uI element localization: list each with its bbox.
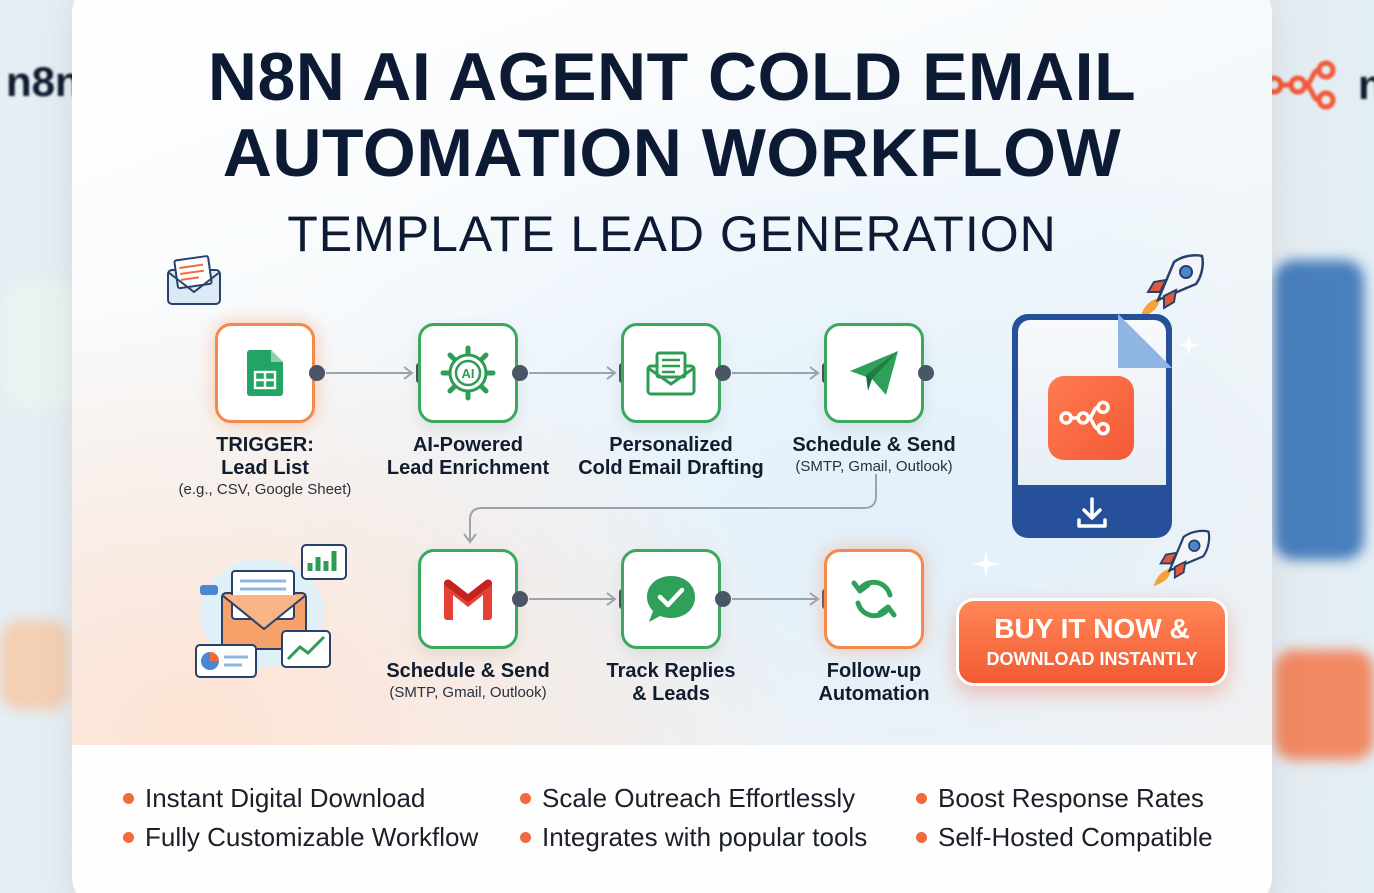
chat-check-icon <box>647 576 695 622</box>
label-step-1-name2: Lead List <box>221 457 309 479</box>
node-email-drafting[interactable] <box>621 323 721 423</box>
download-icon[interactable] <box>1075 496 1109 530</box>
blurred-button <box>1274 650 1374 760</box>
connector-dot <box>918 365 934 381</box>
sparkle-icon <box>972 550 1000 578</box>
label-step-3: Personalized Cold Email Drafting <box>566 434 776 480</box>
label-step-4-detail: (SMTP, Gmail, Outlook) <box>795 458 953 475</box>
paper-plane-icon <box>850 351 898 395</box>
node-trigger-lead-list[interactable] <box>215 323 315 423</box>
blurred-doc <box>1274 260 1364 560</box>
feature-item: Fully Customizable Workflow <box>122 822 479 852</box>
google-sheets-icon <box>247 350 283 396</box>
label-step-1-detail: (e.g., CSV, Google Sheet) <box>178 481 352 498</box>
connector-dot <box>715 591 731 607</box>
label-step-5-name: Schedule & Send <box>386 660 550 682</box>
ai-gear-icon: AI <box>440 345 496 401</box>
label-step-1: TRIGGER: Lead List (e.g., CSV, Google Sh… <box>160 434 370 500</box>
refresh-icon <box>851 579 897 619</box>
envelope-icon <box>167 255 221 305</box>
arrow-connector <box>529 366 617 380</box>
node-track-replies[interactable] <box>621 549 721 649</box>
connector-dot <box>309 365 325 381</box>
arrow-connector <box>732 592 820 606</box>
connector-dot <box>512 591 528 607</box>
workflow-file-graphic <box>1012 314 1172 538</box>
email-analytics-illustration <box>195 544 347 678</box>
rocket-icon <box>1153 529 1211 587</box>
node-schedule-send-1[interactable] <box>824 323 924 423</box>
label-step-6: Track Replies & Leads <box>571 660 771 706</box>
label-step-3-name2: Cold Email Drafting <box>578 457 764 479</box>
label-step-5: Schedule & Send (SMTP, Gmail, Outlook) <box>368 660 568 703</box>
rocket-icon <box>1140 254 1204 318</box>
subtitle: TEMPLATE LEAD GENERATION <box>287 206 1057 262</box>
feature-item: Self-Hosted Compatible <box>916 822 1213 852</box>
blurred-orange-card <box>0 620 70 710</box>
product-card: N8N AI AGENT COLD EMAIL AUTOMATION WORKF… <box>72 0 1272 893</box>
feature-item: Scale Outreach Effortlessly <box>519 783 856 813</box>
label-step-4-name: Schedule & Send <box>792 434 956 456</box>
arrow-connector <box>529 592 617 606</box>
row-connector-path <box>463 474 877 544</box>
n8n-mark-icon <box>1059 400 1110 436</box>
left-background-panel: n8n <box>0 0 81 893</box>
gmail-icon <box>444 579 492 620</box>
label-step-1-name: TRIGGER: <box>216 434 314 456</box>
n8n-logo-left: n8n <box>6 58 81 105</box>
feature-item: Integrates with popular tools <box>519 822 868 852</box>
n8n-app-icon <box>1048 376 1134 460</box>
label-step-7-name2: Automation <box>818 683 930 705</box>
blurred-sheet-card <box>4 280 74 410</box>
buy-now-line-2: DOWNLOAD INSTANTLY <box>986 649 1198 669</box>
buy-now-button[interactable]: BUY IT NOW & DOWNLOAD INSTANTLY <box>956 598 1228 686</box>
label-step-2: AI-Powered Lead Enrichment <box>368 434 568 480</box>
features-panel: Instant Digital Download Scale Outreach … <box>72 745 1272 893</box>
label-step-7-name: Follow-up <box>826 660 922 682</box>
connector-dot <box>512 365 528 381</box>
n8n-logo-right: n <box>1264 58 1374 112</box>
label-step-2-name: AI-Powered <box>412 434 524 456</box>
email-draft-icon <box>646 351 696 396</box>
title-line-2: AUTOMATION WORKFLOW <box>222 115 1122 191</box>
label-step-5-detail: (SMTP, Gmail, Outlook) <box>389 684 547 701</box>
ai-icon-text: AI <box>462 366 475 381</box>
label-step-4: Schedule & Send (SMTP, Gmail, Outlook) <box>774 434 974 477</box>
sparkle-icon <box>1178 334 1200 356</box>
label-step-3-name: Personalized <box>609 434 733 456</box>
n8n-logo-right-text: n <box>1358 61 1374 108</box>
feature-item: Boost Response Rates <box>916 783 1204 813</box>
buy-now-line-1: BUY IT NOW & <box>994 613 1190 644</box>
node-follow-up[interactable] <box>824 549 924 649</box>
label-step-6-name2: & Leads <box>632 683 710 705</box>
arrow-connector <box>732 366 820 380</box>
label-step-7: Follow-up Automation <box>774 660 974 706</box>
arrow-connector <box>326 366 414 380</box>
label-step-6-name: Track Replies <box>606 660 736 682</box>
file-fold <box>1118 314 1172 368</box>
title-line-1: N8N AI AGENT COLD EMAIL <box>207 39 1137 115</box>
connector-dot <box>715 365 731 381</box>
n8n-mark-icon <box>1264 60 1336 110</box>
right-background-panel: n <box>1264 0 1374 893</box>
feature-item: Instant Digital Download <box>122 783 426 813</box>
node-schedule-send-2[interactable] <box>418 549 518 649</box>
label-step-2-name2: Lead Enrichment <box>386 457 550 479</box>
node-ai-enrichment[interactable]: AI <box>418 323 518 423</box>
